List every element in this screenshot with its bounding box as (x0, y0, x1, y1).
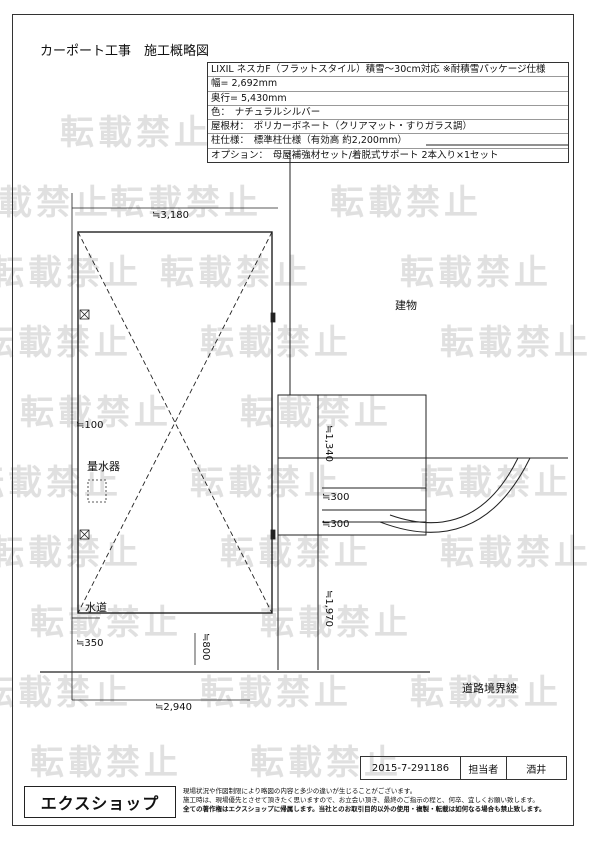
watermark: 転載禁止 (200, 673, 352, 713)
dimension-300-b: ≒300 (322, 519, 350, 530)
water-meter-box (87, 479, 107, 503)
watermark: 転載禁止 (400, 253, 552, 293)
support-post-icon (270, 529, 276, 540)
drawing-code: 2015-7-291186 (361, 757, 462, 779)
watermark: 転載禁止 (110, 183, 262, 223)
dimension-left-350: ≒350 (76, 638, 104, 649)
spec-roof: 屋根材： ポリカーボネート（クリアマット・すりガラス調） (208, 119, 568, 133)
notice-line: 現場状況や作図制限により略図の内容と多少の違いが生じることがございます。 (183, 787, 417, 795)
carport-diagonal (77, 231, 273, 614)
footer-notice: 現場状況や作図制限により略図の内容と多少の違いが生じることがございます。 施工時… (183, 787, 568, 814)
watermark: 転載禁止 (220, 533, 372, 573)
company-logo: エクスショップ (24, 786, 176, 818)
watermark: 転載禁止 (0, 183, 112, 223)
road-boundary-label: 道路境界線 (462, 682, 517, 695)
spec-table: LIXIL ネスカF（フラットスタイル）積雪～30cm対応 ※耐積雪パッケージ仕… (207, 62, 569, 164)
watermark: 転載禁止 (330, 183, 482, 223)
watermark: 転載禁止 (0, 253, 142, 293)
notice-line: 全ての著作権はエクスショップに帰属します。当社とのお取引目的以外の使用・複製・転… (183, 805, 546, 813)
watermark: 転載禁止 (440, 533, 592, 573)
watermark: 転載禁止 (60, 113, 212, 153)
dimension-1340: ≒1,340 (323, 425, 334, 463)
watermark: 転載禁止 (0, 673, 132, 713)
watermark: 転載禁止 (160, 253, 312, 293)
watermark: 転載禁止 (30, 603, 182, 643)
column-post-icon (79, 309, 90, 320)
dimension-300-a: ≒300 (322, 492, 350, 503)
drawing-title: カーポート工事 施工概略図 (40, 44, 210, 59)
dimension-left-100: ≒100 (76, 420, 104, 431)
spec-width: 幅= 2,692mm (208, 76, 568, 90)
spec-color: 色： ナチュラルシルバー (208, 104, 568, 119)
watermark: 転載禁止 (240, 393, 392, 433)
watermark: 転載禁止 (0, 323, 132, 363)
watermark: 転載禁止 (30, 743, 182, 783)
watermark: 転載禁止 (420, 463, 572, 503)
water-pipe-label: 水道 (85, 601, 107, 614)
spec-depth: 奥行= 5,430mm (208, 90, 568, 105)
dimension-1970: ≒1,970 (323, 590, 334, 628)
person-role: 担当者 (461, 757, 507, 779)
dimension-bottom-width: ≒2,940 (155, 702, 193, 713)
support-post-icon (270, 312, 276, 323)
door-swing-arc (379, 457, 531, 533)
notice-line: 施工時は、現場優先とさせて頂きたく思いますので、お立会い頂き、最終のご指示の程と… (183, 796, 539, 804)
carport-outline (77, 231, 273, 614)
watermark: 転載禁止 (250, 743, 402, 783)
door-swing-arc-inner (389, 457, 519, 524)
person-name: 酒井 (526, 764, 547, 776)
watermark: 転載禁止 (440, 323, 592, 363)
water-meter-label: 量水器 (87, 460, 120, 473)
dimension-top-width: ≒3,180 (152, 210, 190, 221)
watermark: 転載禁止 (0, 463, 122, 503)
dimension-bottom-800: ≒800 (200, 633, 211, 661)
drawing-frame (12, 14, 574, 826)
column-post-icon (79, 529, 90, 540)
watermark: 転載禁止 (260, 603, 412, 643)
spec-product: LIXIL ネスカF（フラットスタイル）積雪～30cm対応 ※耐積雪パッケージ仕… (211, 64, 546, 75)
watermark: 転載禁止 (200, 323, 352, 363)
watermark: 転載禁止 (190, 463, 342, 503)
spec-option: オプション： 母屋補強材セット/着脱式サポート 2本入り×1セット (208, 147, 568, 162)
spec-column: 柱仕様： 標準柱仕様（有効高 約2,200mm） (208, 133, 568, 147)
drawing-info-box: 2015-7-291186 担当者 酒井 (360, 756, 567, 780)
carport-diagonal (77, 231, 273, 614)
watermark: 転載禁止 (20, 393, 172, 433)
watermark: 転載禁止 (410, 673, 562, 713)
building-label: 建物 (395, 299, 417, 312)
entrance-box (277, 394, 427, 536)
